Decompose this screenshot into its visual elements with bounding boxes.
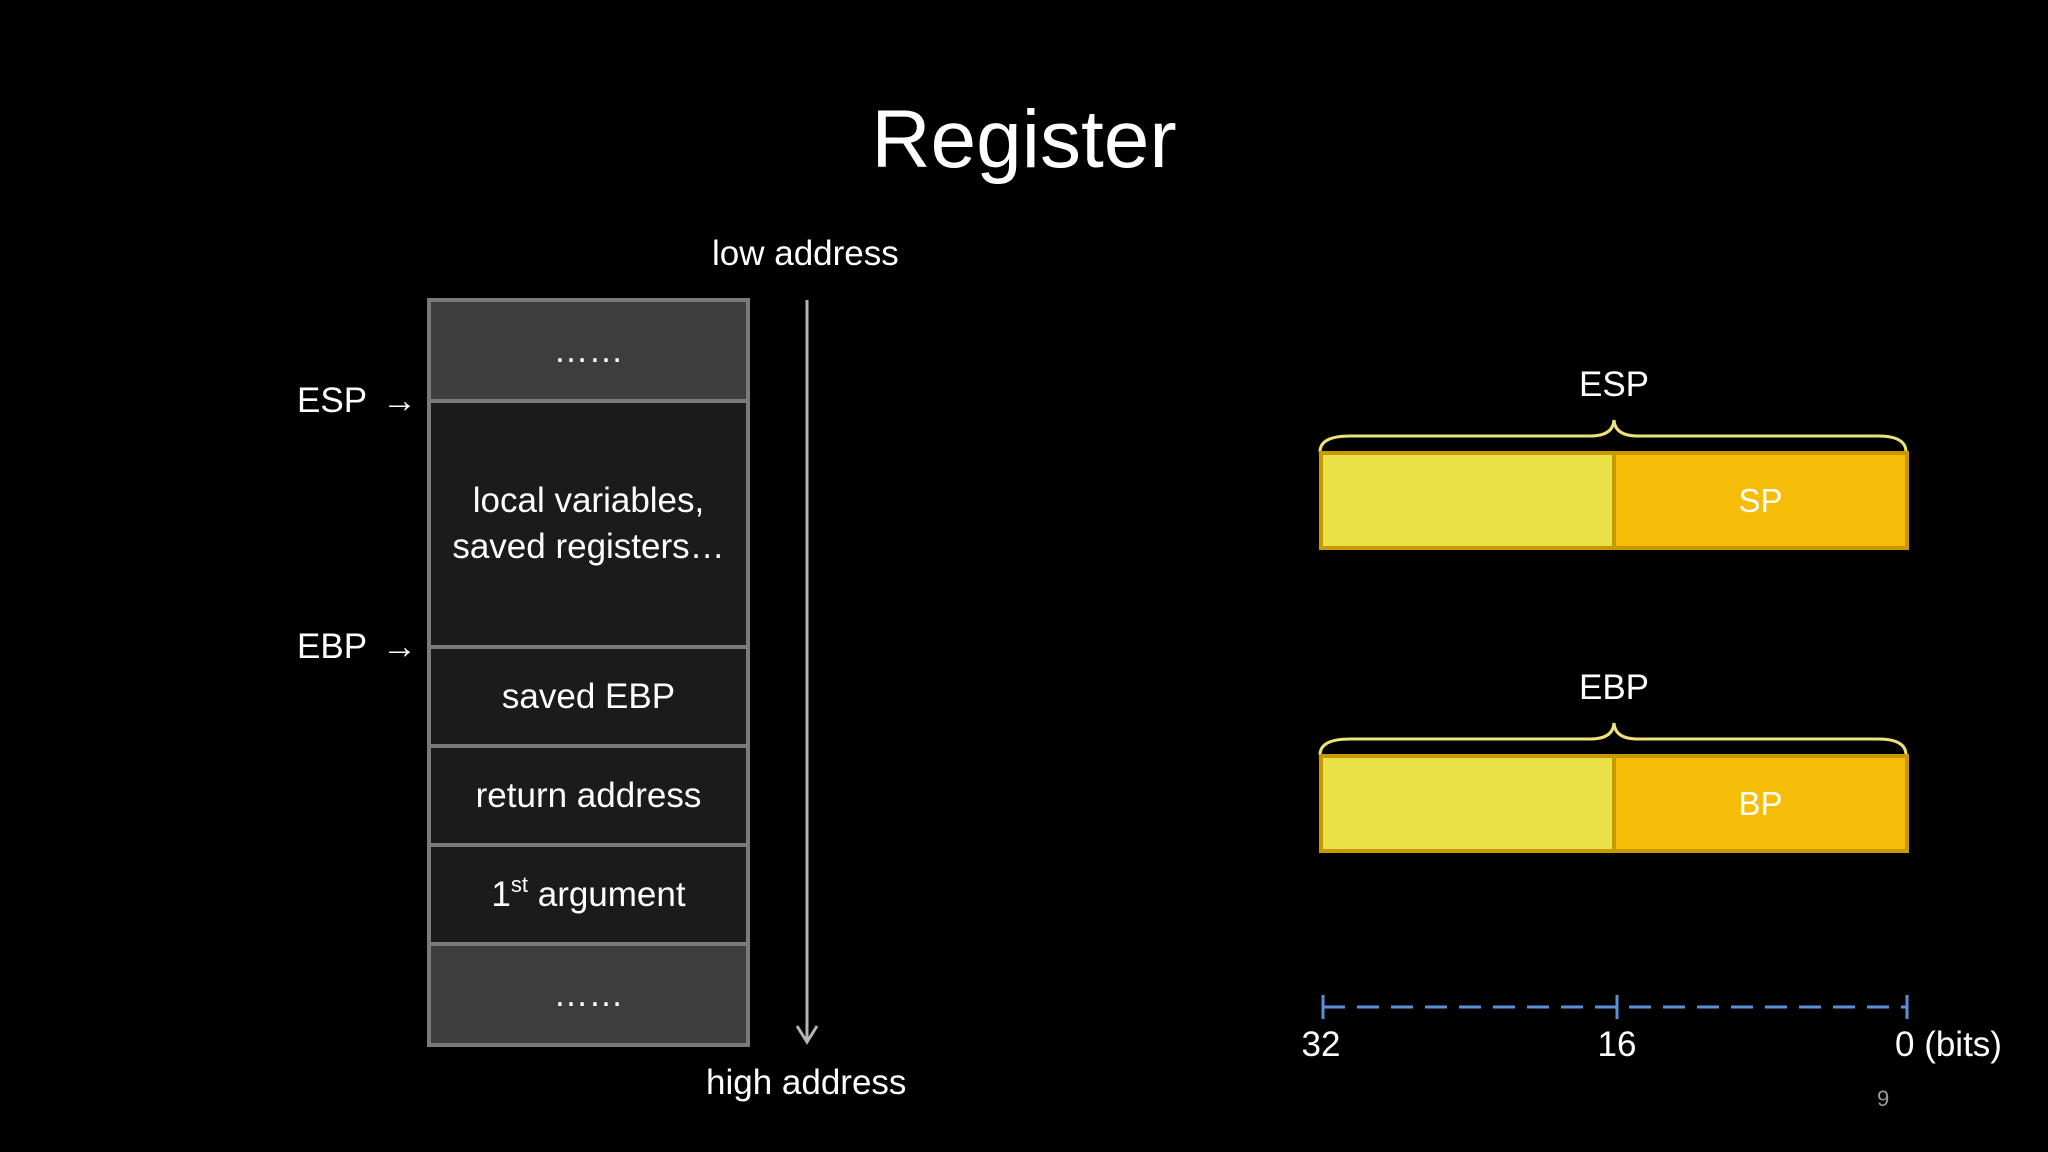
stack-cell-saved-ebp: saved EBP xyxy=(431,649,746,748)
esp-register-bar: SP xyxy=(1319,451,1909,550)
bit-scale xyxy=(1321,995,1909,1019)
stack-cell-return-address: return address xyxy=(431,748,746,847)
ebp-pointer-arrow-icon: → xyxy=(382,627,418,666)
sp-lower-half: SP xyxy=(1616,455,1905,546)
page-number: 9 xyxy=(1877,1086,1890,1111)
high-address-label: high address xyxy=(706,1063,907,1102)
slide-title: Register xyxy=(871,94,1177,185)
bit-tick-16: 16 xyxy=(1597,1025,1637,1064)
esp-pointer-arrow-icon: → xyxy=(382,381,418,420)
ebp-register-label: EBP xyxy=(1578,668,1650,707)
local-variables-line1: local variables, xyxy=(472,481,705,520)
stack-cell-top-ellipsis: …… xyxy=(431,302,746,403)
esp-register-label: ESP xyxy=(1578,365,1650,404)
stack-cell-local-variables: local variables, saved registers… xyxy=(431,403,746,649)
esp-pointer: ESP → xyxy=(297,380,417,422)
esp-pointer-label: ESP xyxy=(297,381,367,420)
stack-frame: …… local variables, saved registers… sav… xyxy=(427,298,750,1047)
address-direction-arrow xyxy=(795,300,819,1045)
esp-brace xyxy=(1318,419,1908,453)
first-argument-number: 1 xyxy=(491,874,511,914)
ebp-pointer: EBP → xyxy=(297,626,417,668)
bit-tick-32: 32 xyxy=(1301,1025,1341,1064)
first-argument-text: argument xyxy=(528,874,686,914)
ebp-pointer-label: EBP xyxy=(297,627,367,666)
bp-lower-half: BP xyxy=(1616,758,1905,849)
first-argument-ordinal: st xyxy=(510,871,528,897)
local-variables-line2: saved registers… xyxy=(452,527,725,566)
ebp-upper-half xyxy=(1323,758,1612,849)
bit-tick-0: 0 (bits) xyxy=(1895,1025,2002,1064)
ebp-brace xyxy=(1318,722,1908,756)
low-address-label: low address xyxy=(712,234,899,273)
esp-upper-half xyxy=(1323,455,1612,546)
ebp-register-bar: BP xyxy=(1319,754,1909,853)
stack-cell-bottom-ellipsis: …… xyxy=(431,946,746,1043)
stack-cell-first-argument: 1st argument xyxy=(431,847,746,946)
